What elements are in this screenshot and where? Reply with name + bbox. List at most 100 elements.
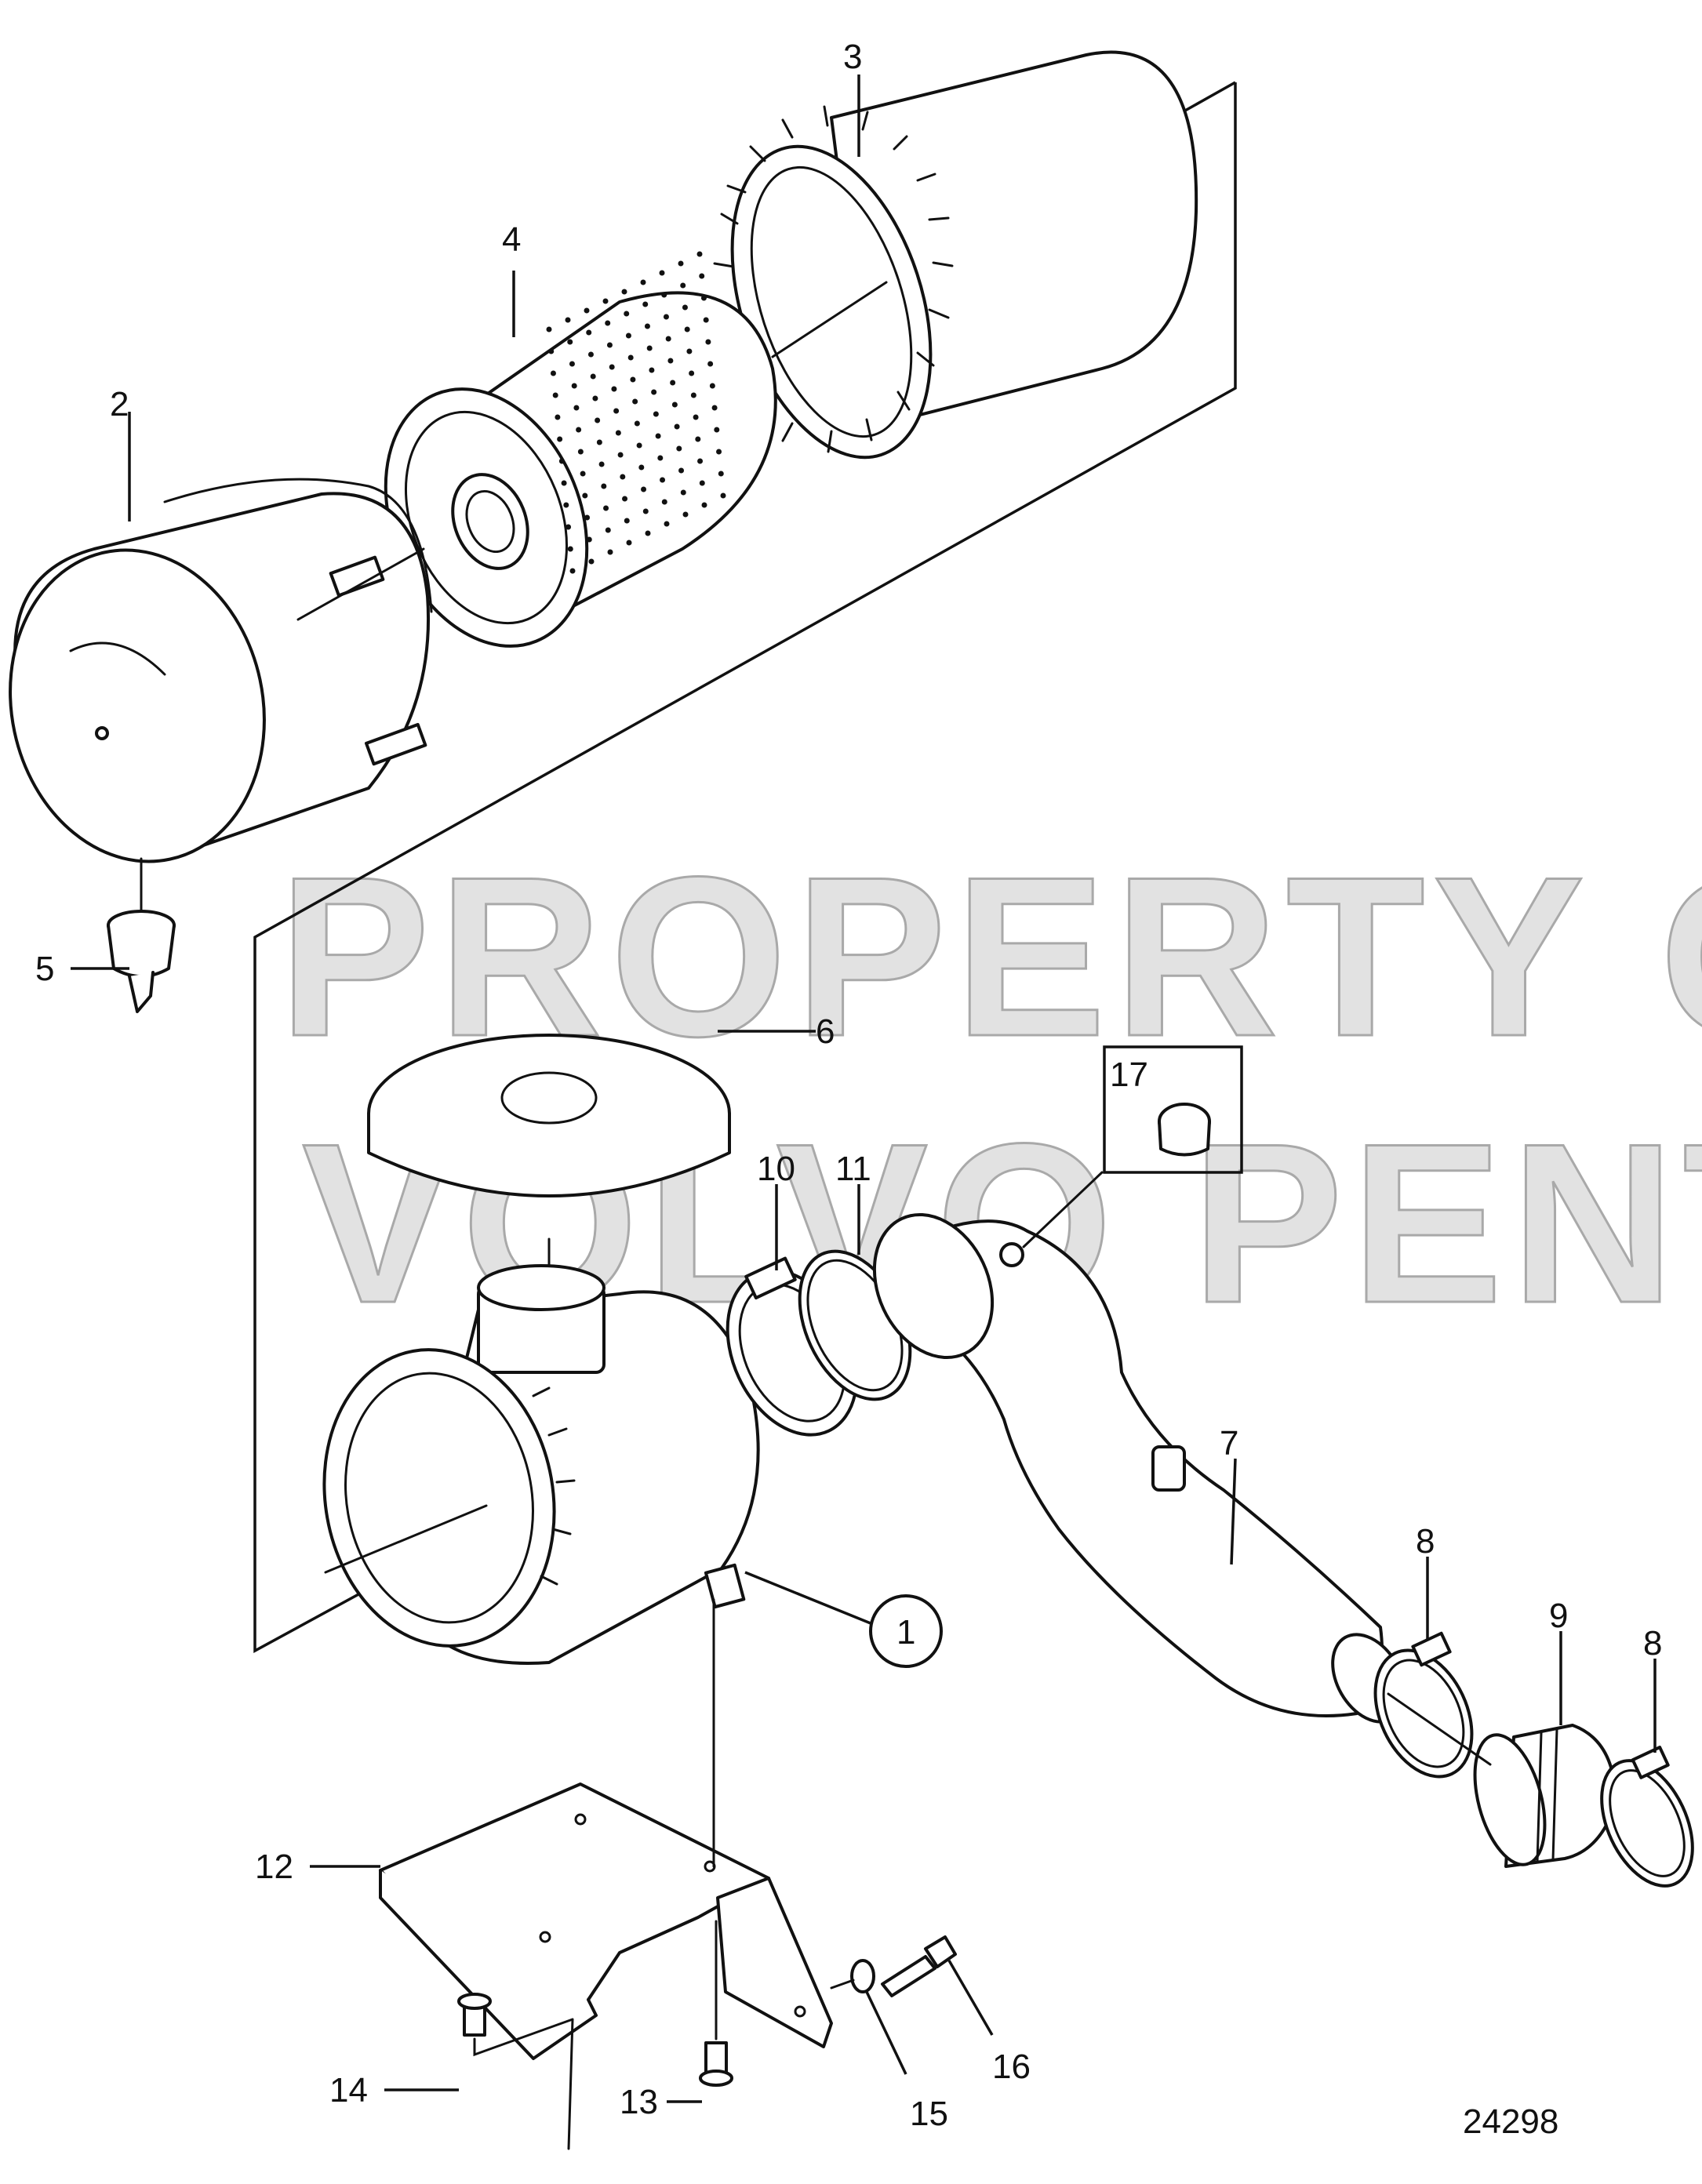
filter-perforation	[638, 464, 645, 471]
part-13-screw	[699, 1920, 733, 2087]
part-2-housing-cover	[9, 478, 433, 863]
filter-perforation	[596, 439, 602, 445]
filter-perforation	[660, 477, 666, 483]
filter-perforation	[605, 527, 611, 533]
filter-perforation	[617, 452, 624, 458]
filter-perforation	[569, 361, 575, 367]
callout-8-upper: 8	[1416, 1522, 1435, 1561]
filter-perforation	[676, 445, 682, 452]
filter-perforation	[622, 496, 628, 502]
filter-perforation	[550, 370, 556, 376]
filter-perforation	[598, 461, 605, 467]
filter-perforation	[548, 348, 555, 354]
filter-perforation	[680, 489, 686, 496]
filter-perforation	[626, 540, 632, 546]
part-8-clamp-b	[1600, 1746, 1694, 1888]
filter-perforation	[606, 342, 613, 348]
filter-perforation	[621, 289, 627, 295]
filter-perforation	[705, 339, 711, 345]
filter-perforation	[674, 423, 680, 430]
filter-perforation	[642, 508, 649, 514]
filter-perforation	[582, 492, 588, 499]
filter-perforation	[644, 323, 650, 329]
filter-perforation	[655, 433, 661, 439]
filter-perforation	[664, 521, 670, 527]
callout-9: 9	[1549, 1597, 1568, 1635]
filter-perforation	[595, 417, 601, 423]
filter-perforation	[546, 326, 552, 333]
filter-perforation	[693, 414, 699, 420]
callout-5: 5	[35, 950, 54, 988]
filter-perforation	[703, 317, 709, 323]
filter-perforation	[716, 449, 722, 455]
filter-perforation	[714, 427, 720, 433]
part-12-bracket	[379, 1598, 833, 2060]
filter-perforation	[590, 373, 596, 380]
part-14-screw	[457, 1993, 574, 2150]
filter-perforation	[699, 273, 705, 279]
filter-perforation	[611, 386, 617, 392]
filter-perforation	[609, 364, 615, 370]
filter-perforation	[566, 524, 572, 530]
filter-perforation	[695, 436, 701, 442]
filter-perforation	[642, 301, 649, 307]
filter-perforation	[569, 568, 576, 574]
callout-11: 11	[835, 1150, 871, 1188]
callout-leaders	[71, 74, 1657, 2103]
filter-perforation	[558, 458, 565, 464]
filter-perforation	[567, 339, 573, 345]
filter-perforation	[580, 471, 586, 477]
filter-perforation	[678, 467, 685, 474]
filter-perforation	[682, 511, 689, 518]
filter-perforation	[586, 536, 592, 543]
filter-perforation	[571, 383, 577, 389]
part-16-bolt	[830, 1935, 957, 1997]
filter-perforation	[607, 549, 613, 555]
filter-perforation	[641, 486, 647, 492]
callout-1-circle	[869, 1594, 943, 1668]
filter-perforation	[555, 414, 561, 420]
filter-perforation	[557, 436, 563, 442]
filter-perforation	[671, 402, 678, 408]
filter-perforation	[561, 480, 567, 486]
part-8-clamp-a	[1373, 1631, 1474, 1779]
filter-perforation	[700, 295, 707, 301]
filter-perforation	[653, 411, 659, 417]
callout-1: 1	[896, 1613, 915, 1652]
filter-perforation	[630, 376, 636, 383]
filter-perforation	[552, 392, 558, 398]
part-17-inset	[1103, 1045, 1243, 1174]
filter-perforation	[678, 260, 684, 267]
part-15-washer	[850, 1959, 875, 1993]
filter-perforation	[601, 483, 607, 489]
filter-perforation	[667, 358, 674, 364]
filter-perforation	[646, 345, 653, 351]
callout-14: 14	[329, 2071, 368, 2110]
callout-12: 12	[255, 1848, 293, 1886]
callout-10: 10	[757, 1150, 795, 1188]
filter-perforation	[573, 405, 580, 411]
filter-perforation	[563, 502, 569, 508]
filter-perforation	[584, 514, 591, 521]
filter-perforation	[690, 392, 696, 398]
callout-17: 17	[1110, 1056, 1148, 1094]
filter-perforation	[576, 427, 582, 433]
filter-perforation	[636, 442, 642, 449]
filter-perforation	[697, 458, 704, 464]
part-9-coupling	[1387, 1692, 1617, 1868]
filter-perforation	[659, 270, 665, 276]
filter-perforation	[680, 282, 686, 289]
callouts: 2 3 4 5 6 17 10 11 7 8 9 8 12 14 13 15 1…	[35, 38, 1662, 2141]
filter-perforation	[577, 449, 584, 455]
part-6-lid	[367, 1034, 731, 1327]
filter-perforation	[665, 336, 671, 342]
filter-perforation	[663, 314, 669, 320]
filter-perforation	[584, 307, 590, 314]
callout-13: 13	[620, 2083, 658, 2121]
filter-perforation	[701, 502, 707, 508]
filter-perforation	[684, 326, 690, 333]
filter-perforation	[661, 292, 667, 298]
filter-perforation	[632, 398, 638, 405]
filter-perforation	[587, 351, 594, 358]
